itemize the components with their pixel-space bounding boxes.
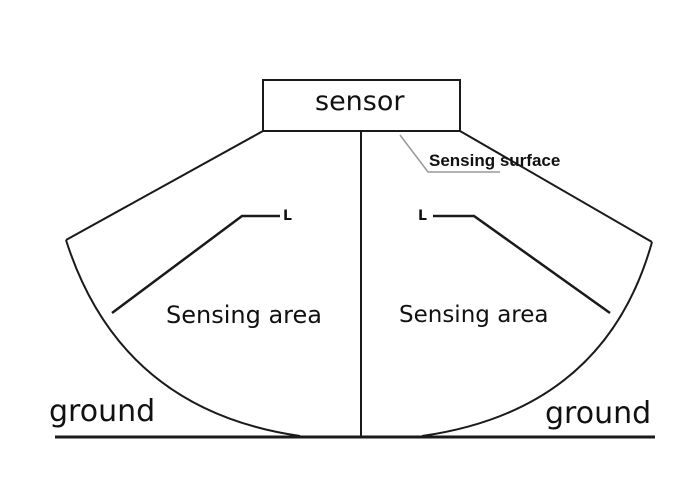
l-right-label: L xyxy=(418,208,427,224)
sensing-area-left-label: Sensing area xyxy=(166,301,322,329)
l-right-dimension-line xyxy=(433,214,611,315)
sensor-box xyxy=(262,79,461,132)
sensor-label: sensor xyxy=(315,86,405,117)
field-left-upper-edge xyxy=(65,130,264,241)
sensing-surface-label: Sensing surface xyxy=(429,151,561,170)
field-right-upper-edge xyxy=(459,130,653,243)
l-left-dimension-line xyxy=(111,214,280,315)
field-right-arc xyxy=(421,241,653,437)
field-left-arc xyxy=(65,239,301,437)
sensing-area-right-label: Sensing area xyxy=(399,302,549,328)
l-left-label: L xyxy=(283,208,292,224)
sensing-surface-leader xyxy=(399,134,500,173)
ground-right-label: ground xyxy=(545,396,652,431)
ground-left-label: ground xyxy=(49,394,156,429)
